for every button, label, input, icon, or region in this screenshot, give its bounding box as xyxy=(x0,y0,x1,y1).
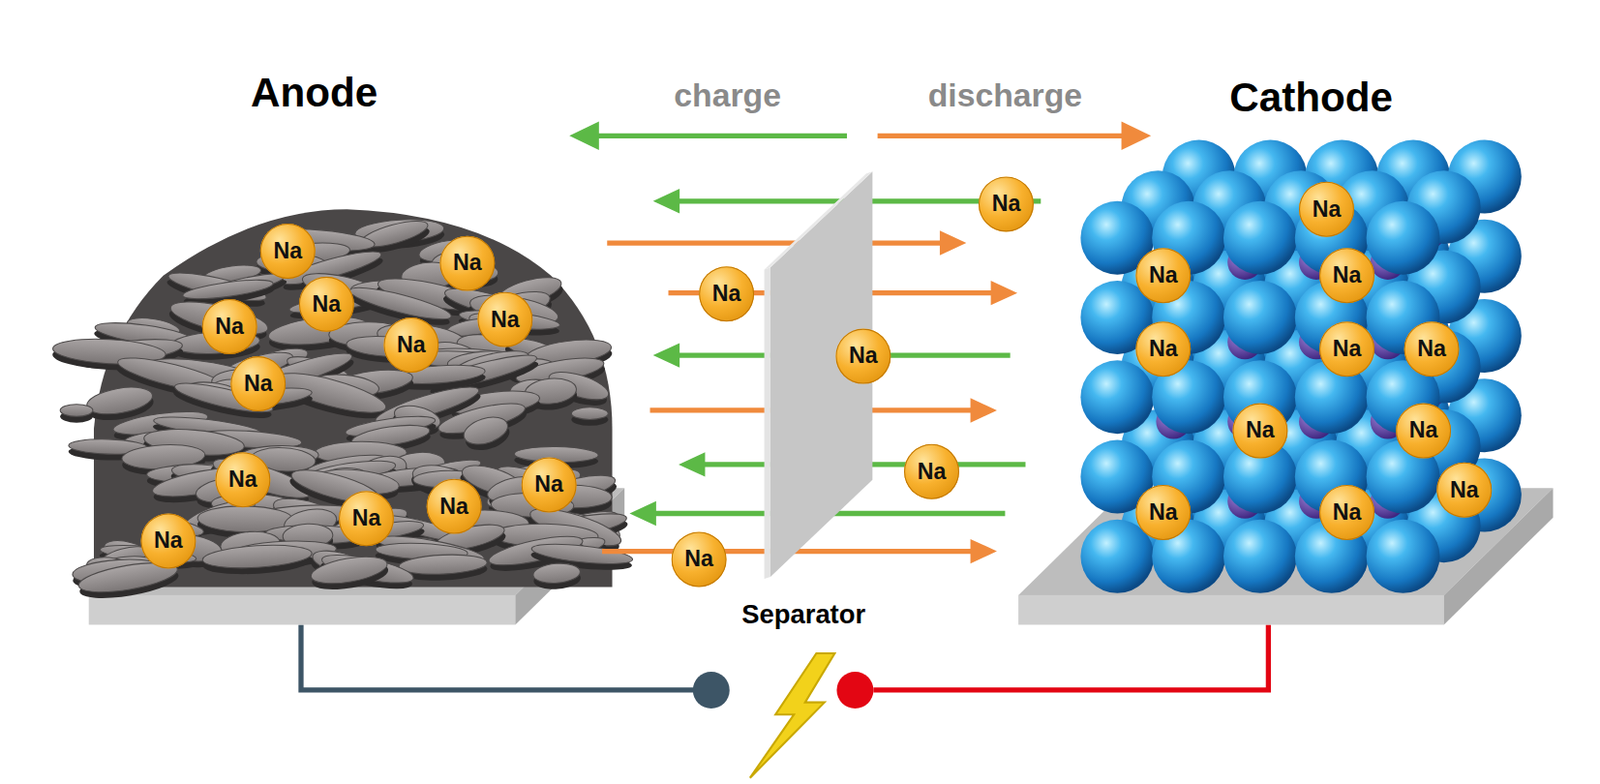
graphite-flake xyxy=(308,551,390,589)
graphite-flake xyxy=(85,383,155,420)
flow-direction-label: discharge xyxy=(928,76,1083,115)
electrode-heading: Anode xyxy=(250,69,378,115)
sodium-ion: Na xyxy=(978,176,1034,232)
ion-symbol: Na xyxy=(1332,499,1362,526)
ion-symbol: Na xyxy=(214,313,244,340)
sodium-ion: Na xyxy=(1298,181,1355,238)
sodium-ion: Na xyxy=(383,317,439,373)
graphite-flake xyxy=(398,552,488,576)
sodium-ion: Na xyxy=(1135,321,1191,377)
separator-label: Separator xyxy=(741,599,866,632)
ion-symbol: Na xyxy=(228,466,258,493)
sodium-ion: Na xyxy=(338,490,394,546)
discharge-arrow xyxy=(877,121,1152,151)
oxygen-atom xyxy=(1080,360,1154,434)
ion-symbol: Na xyxy=(1409,417,1439,444)
electrode-region: AnodeNaNaNaNaNaNaNaNaNaNaNaNa xyxy=(60,60,653,634)
sodium-ion: Na xyxy=(1404,321,1460,377)
graphite-flake xyxy=(202,542,313,571)
ion-symbol: Na xyxy=(1312,196,1342,223)
oxygen-atom xyxy=(1366,201,1441,275)
ion-symbol: Na xyxy=(917,458,947,485)
ion-symbol: Na xyxy=(1417,335,1447,363)
sodium-ion: Na xyxy=(214,452,271,508)
sodium-ion: Na xyxy=(1395,403,1451,459)
oxygen-atom xyxy=(1366,519,1441,594)
ion-symbol: Na xyxy=(712,280,742,307)
ion-symbol: Na xyxy=(272,238,302,265)
sodium-ion: Na xyxy=(439,236,495,292)
sodium-ion: Na xyxy=(202,299,258,355)
sodium-ion: Na xyxy=(1135,484,1191,541)
separator-label-box: Separator xyxy=(703,595,904,634)
graphite-flake xyxy=(571,407,608,421)
oxygen-atom xyxy=(1223,201,1298,275)
sodium-ion: Na xyxy=(1135,247,1191,303)
cathode-wire xyxy=(873,624,1268,691)
ion-symbol: Na xyxy=(396,332,426,359)
sodium-ion: Na xyxy=(260,223,316,279)
sodium-ion: Na xyxy=(230,356,286,412)
ion-symbol: Na xyxy=(684,545,714,573)
anode-flakes xyxy=(52,209,634,604)
sodium-ion: Na xyxy=(1319,484,1375,541)
cathode-lattice xyxy=(1080,139,1521,593)
positive-terminal xyxy=(836,671,874,709)
ion-symbol: Na xyxy=(534,471,564,498)
sodium-ion: Na xyxy=(299,276,355,333)
ion-symbol: Na xyxy=(452,249,483,276)
anode-body xyxy=(93,209,613,587)
sodium-ion: Na xyxy=(671,531,727,587)
ion-symbol: Na xyxy=(1148,335,1178,363)
graphite-flake xyxy=(60,404,93,418)
ion-symbol: Na xyxy=(1449,477,1480,504)
ion-symbol: Na xyxy=(352,505,382,532)
ion-symbol: Na xyxy=(439,492,469,519)
ion-symbol: Na xyxy=(312,291,342,318)
graphite-flake xyxy=(460,412,512,450)
electrode-region: CathodeNaNaNaNaNaNaNaNaNaNaNa xyxy=(1060,60,1571,634)
ion-symbol: Na xyxy=(848,342,878,369)
ion-symbol: Na xyxy=(1332,335,1362,363)
sodium-ion: Na xyxy=(140,513,196,570)
oxygen-atom xyxy=(1223,519,1298,594)
sodium-ion: Na xyxy=(1436,462,1492,518)
oxygen-atom xyxy=(1223,280,1298,355)
ion-symbol: Na xyxy=(1332,262,1362,289)
ion-symbol: Na xyxy=(1148,499,1178,526)
sodium-ion: Na xyxy=(1319,321,1375,377)
ion-symbol: Na xyxy=(243,370,273,397)
flow-direction-label: charge xyxy=(673,76,782,115)
sodium-ion: Na xyxy=(1232,403,1288,459)
sodium-ion: Na xyxy=(904,444,960,500)
sodium-ion: Na xyxy=(477,292,533,348)
negative-terminal xyxy=(693,671,730,709)
ion-symbol: Na xyxy=(1148,262,1178,289)
charge-arrow xyxy=(569,121,847,151)
graphite-flake xyxy=(532,561,581,585)
ion-symbol: Na xyxy=(153,527,183,554)
lightning-bolt xyxy=(750,653,835,779)
electrode-heading: Cathode xyxy=(1229,74,1393,120)
sodium-ion: Na xyxy=(835,329,891,385)
sodium-ion: Na xyxy=(426,479,483,535)
anode-wire xyxy=(301,624,695,691)
sodium-ion: Na xyxy=(1319,247,1375,303)
ion-symbol: Na xyxy=(1245,417,1275,444)
ion-symbol: Na xyxy=(490,305,520,333)
ion-symbol: Na xyxy=(992,190,1022,217)
sodium-ion: Na xyxy=(698,266,755,322)
graphite-flake xyxy=(530,540,634,568)
sodium-ion: Na xyxy=(521,457,577,514)
